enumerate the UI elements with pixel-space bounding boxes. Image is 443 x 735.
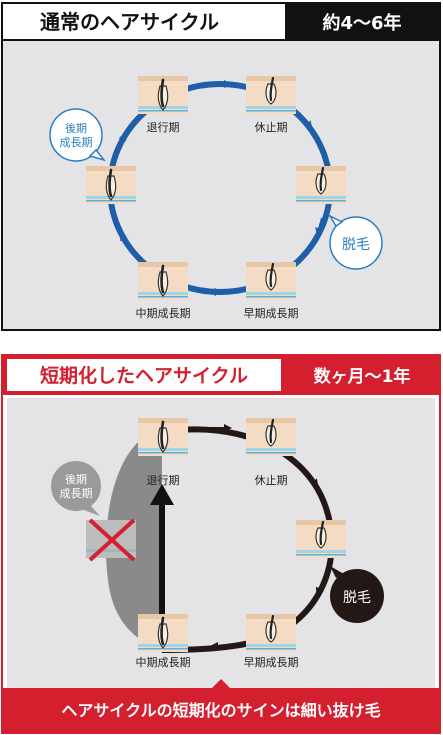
hair-follicle-icon [136, 260, 190, 302]
panel1-title: 通常のヘアサイクル [40, 10, 219, 34]
hair-follicle-icon [136, 416, 190, 458]
panel2-footer [2, 688, 440, 733]
footer-pointer [212, 679, 230, 688]
hair-follicle-icon [244, 260, 298, 302]
hair-follicle-icon [136, 612, 190, 654]
stage-label-early-anagen: 早期成長期 [244, 307, 299, 320]
panel1-body [3, 41, 439, 329]
panel-normal-cycle: 通常のヘアサイクル 約4〜6年 退行期 休止期 中期成長期 早期成長期 後期 成… [1, 2, 441, 331]
footer-text: ヘアサイクルの短期化のサインは細い抜け毛 [61, 701, 380, 720]
bubble-late-anagen: 後期 成長期 [49, 108, 107, 162]
hair-follicle-icon [244, 74, 298, 116]
stage-label-catagen: 退行期 [147, 474, 180, 487]
hair-follicle-icon [244, 416, 298, 458]
panel1-duration-box [285, 4, 439, 40]
arrow-icon [117, 132, 127, 151]
hair-follicle-icon [84, 164, 138, 206]
hair-follicle-icon [294, 518, 348, 560]
stage-label-mid-anagen: 中期成長期 [136, 656, 191, 669]
panel2-title-box [7, 359, 281, 391]
svg-text:脱毛: 脱毛 [343, 590, 371, 606]
svg-text:後期: 後期 [65, 472, 87, 486]
hair-follicle-icon [136, 74, 190, 116]
skipped-stage [86, 518, 136, 562]
cross-icon [88, 518, 136, 562]
panel1-duration: 約4〜6年 [322, 12, 401, 34]
stage-label-early-anagen: 早期成長期 [244, 656, 299, 669]
arrow-icon [299, 113, 313, 130]
bubble-shedding: 脱毛 [328, 214, 383, 270]
svg-text:成長期: 成長期 [60, 487, 93, 500]
stage-label-catagen: 退行期 [147, 121, 180, 134]
panel2-title: 短期化したヘアサイクル [40, 364, 248, 387]
arrow-icon [315, 577, 325, 596]
arrow-icon [315, 217, 323, 236]
arrow-icon [305, 469, 319, 488]
hair-follicle-icon [244, 612, 298, 654]
panel2-body [7, 398, 435, 688]
arrow-up-icon [150, 484, 174, 505]
svg-text:脱毛: 脱毛 [342, 237, 370, 253]
stage-label-telogen: 休止期 [255, 121, 288, 134]
bubble-shedding: 脱毛 [330, 566, 384, 623]
stage-label-mid-anagen: 中期成長期 [136, 307, 191, 320]
panel-shortened-cycle: 短期化したヘアサイクル 数ヶ月〜1年 退行期 休止期 中期成長期 早期成長期 [1, 354, 441, 734]
svg-text:成長期: 成長期 [60, 136, 93, 149]
bubble-late-anagen: 後期 成長期 [51, 461, 101, 516]
hair-follicle-icon [294, 164, 348, 206]
svg-text:後期: 後期 [65, 121, 87, 135]
arrow-icon [120, 232, 129, 249]
stage-label-telogen: 休止期 [255, 474, 288, 487]
panel2-duration: 数ヶ月〜1年 [314, 366, 411, 387]
